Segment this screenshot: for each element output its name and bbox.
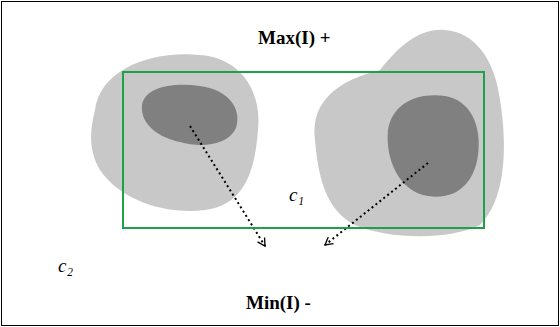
dark-blob xyxy=(142,85,238,145)
green-region-box: c₁ xyxy=(122,71,485,229)
region-label: c₁ xyxy=(289,185,304,206)
region-label: c₂ xyxy=(58,256,73,277)
dark-blob xyxy=(388,95,479,196)
max-label: Max(I) + xyxy=(258,28,331,49)
light-blob xyxy=(91,54,258,211)
min-label: Min(I) - xyxy=(246,293,311,314)
light-blob xyxy=(314,30,503,236)
dotted-arrow xyxy=(325,163,428,245)
